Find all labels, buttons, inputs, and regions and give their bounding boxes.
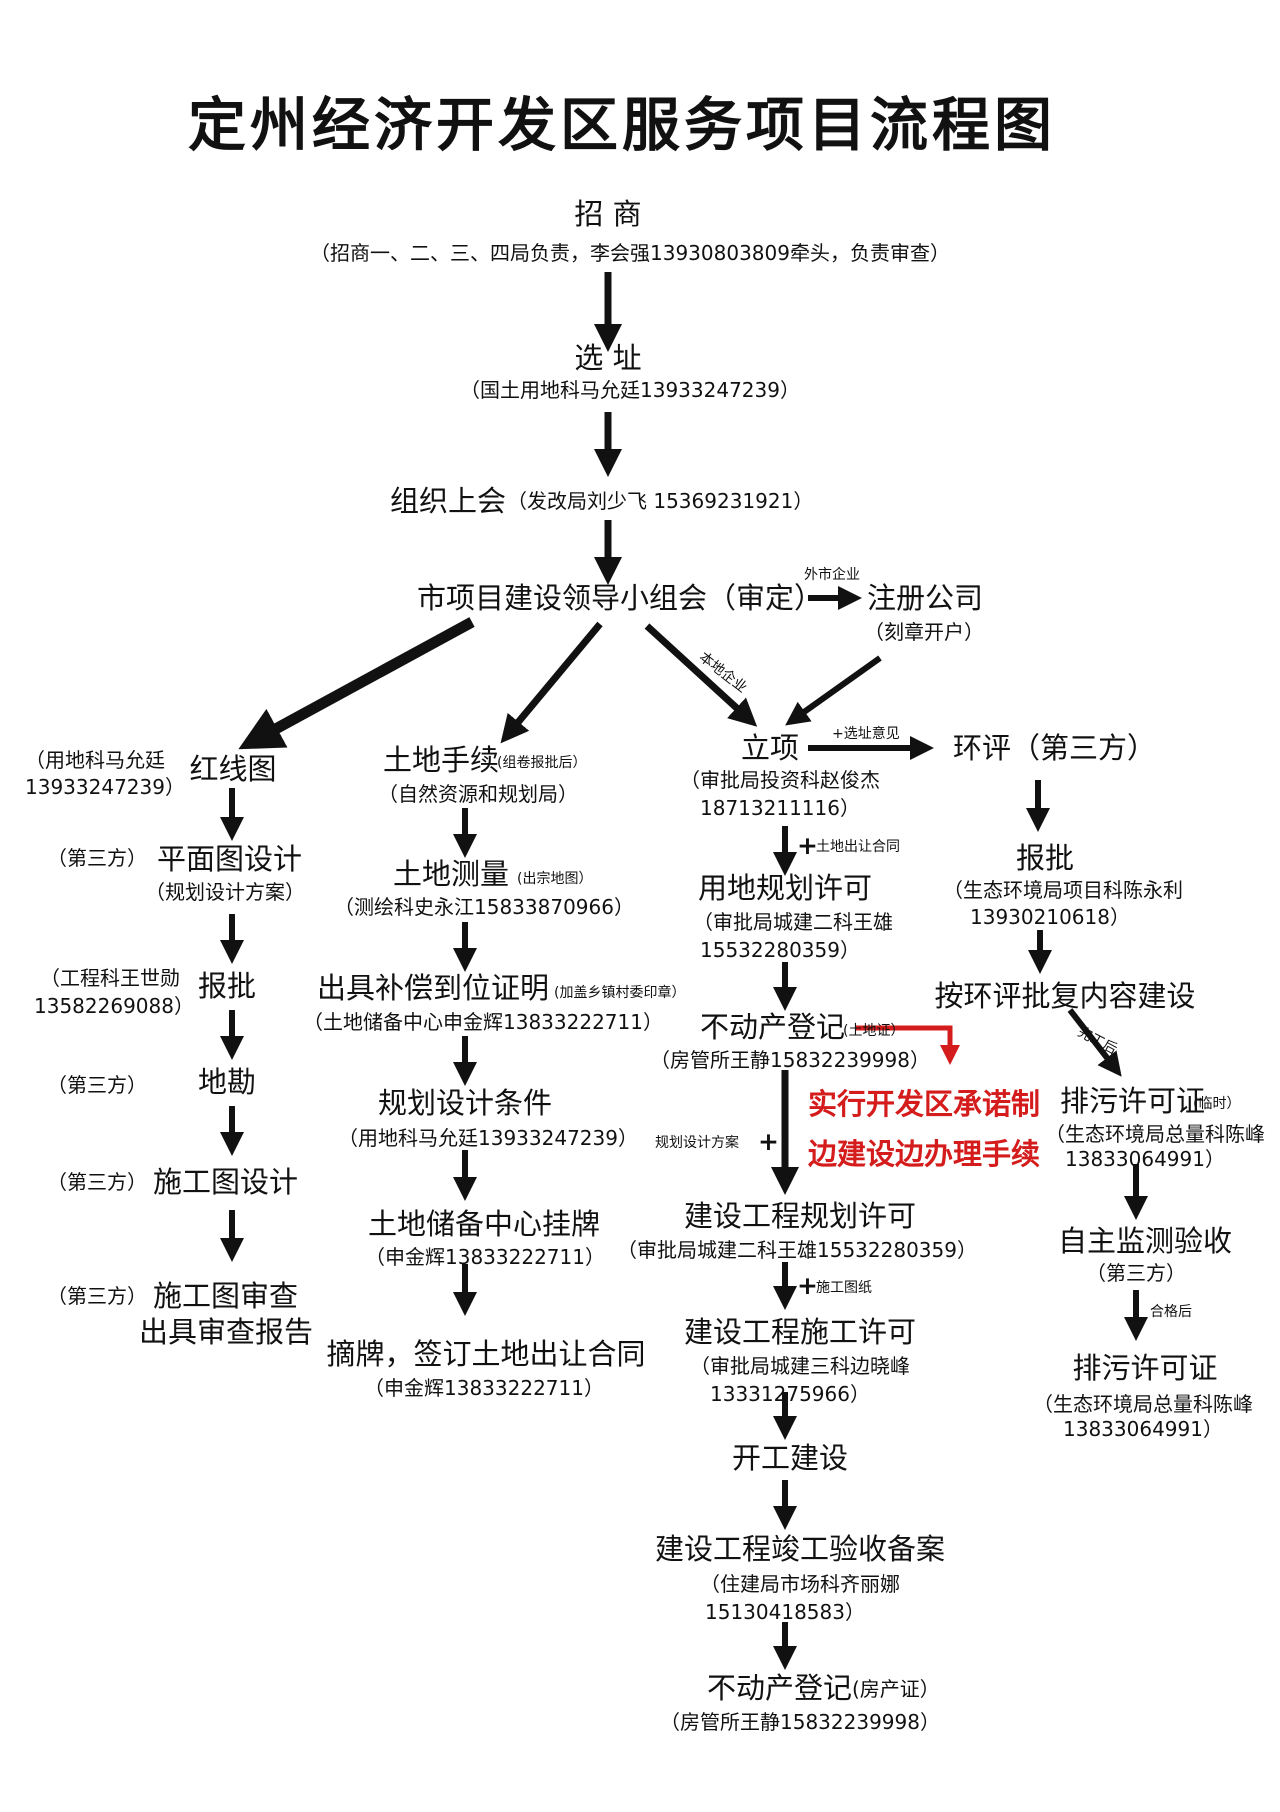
node-budongchan2: 不动产登记	[707, 1671, 853, 1705]
node-shencha-1: 施工图审查	[153, 1279, 299, 1313]
node-jungong-sub-1: （住建局市场科齐丽娜	[700, 1572, 900, 1596]
arrow-to-lixiang	[644, 623, 758, 727]
note-budongchan1: (土地证）	[843, 1023, 905, 1039]
node-baopi-right-sub-2: 13930210618）	[970, 905, 1130, 929]
node-baopi-left: 报批	[197, 969, 257, 1003]
node-yongdi-sub-2: 15532280359）	[700, 938, 860, 962]
node-anhuanping: 按环评批复内容建设	[934, 979, 1196, 1013]
node-baopi-right-sub-1: （生态环境局项目科陈永利	[943, 878, 1183, 902]
node-lixiang-sub-1: （审批局投资科赵俊杰	[680, 768, 880, 792]
node-yongdi-sub-1: （审批局城建二科王雄	[693, 910, 893, 934]
arrow-env-3	[1067, 1008, 1122, 1077]
node-zhaipai-sub: （申金辉13833222711）	[364, 1376, 604, 1400]
arrow-red-callout	[856, 1025, 960, 1065]
node-guihuatiaojian: 规划设计条件	[377, 1086, 553, 1120]
node-jungong: 建设工程竣工验收备案	[654, 1532, 946, 1566]
node-gcshigong: 建设工程施工许可	[683, 1315, 917, 1349]
note-budongchan2: (房产证）	[852, 1677, 940, 1701]
plus-shigong: +	[797, 1271, 818, 1300]
plus-guihua: +	[758, 1127, 779, 1156]
node-shixiangmu: 市项目建设领导小组会（审定）	[417, 581, 824, 615]
node-yongdi: 用地规划许可	[697, 871, 873, 905]
node-gcguihua-sub: （审批局城建二科王雄15532280359）	[617, 1238, 977, 1262]
edge-label-hege: 合格后	[1150, 1304, 1192, 1320]
note-hongxian-2: 13933247239）	[25, 775, 185, 799]
note-tudishouxu: (组卷报批后）	[497, 755, 587, 771]
node-zhaoshang-sub: （招商一、二、三、四局负责，李会强13930803809牵头，负责审查）	[310, 241, 950, 265]
node-paiwu: 排污许可证	[1072, 1351, 1218, 1385]
node-gcguihua: 建设工程规划许可	[683, 1199, 917, 1233]
page-title: 定州经济开发区服务项目流程图	[187, 91, 1057, 159]
plus-tudi: +	[797, 831, 818, 860]
edge-label-guihua-fangan: 规划设计方案	[655, 1135, 739, 1151]
node-paiwu-temp-sub-1: （生态环境局总量科陈峰	[1045, 1122, 1265, 1146]
node-tudishouxu: 土地手续	[383, 743, 500, 777]
node-zuzhi-sub: （发改局刘少飞 15369231921）	[507, 489, 814, 513]
node-jungong-sub-2: 15130418583）	[705, 1600, 865, 1624]
note-hongxian-1: （用地科马允廷	[25, 748, 165, 772]
node-lixiang: 立项	[740, 731, 800, 765]
note-buchang: (加盖乡镇村委印章）	[554, 985, 686, 1001]
node-paiwu-sub-2: 13833064991）	[1063, 1417, 1223, 1441]
prefix-dikan: （第三方）	[47, 1073, 147, 1097]
prefix-shencha: （第三方）	[47, 1284, 147, 1308]
node-zhuce: 注册公司	[867, 581, 984, 615]
node-budongchan1: 不动产登记	[700, 1010, 846, 1044]
node-pingmian: 平面图设计	[157, 842, 303, 876]
node-dikan: 地勘	[197, 1065, 257, 1099]
callout-line-1: 实行开发区承诺制	[808, 1087, 1041, 1121]
node-budongchan2-sub: （房管所王静15832239998）	[660, 1710, 940, 1734]
arrow-to-tudi	[500, 621, 603, 744]
node-paiwu-sub-1: （生态环境局总量科陈峰	[1033, 1392, 1253, 1416]
edge-label-tudi-churang: 土地出让合同	[816, 839, 900, 855]
node-paiwu-temp-sub-2: 13833064991）	[1065, 1147, 1225, 1171]
note-baopi-left-1: （工程科王世勋	[40, 966, 180, 990]
node-huanping: 环评（第三方）	[953, 731, 1157, 765]
node-shigongtu: 施工图设计	[153, 1165, 299, 1199]
node-pingmian-sub: （规划设计方案）	[145, 880, 305, 904]
node-paiwu-temp: 排污许可证	[1060, 1084, 1206, 1118]
edge-label-xuanzhi-yijian: +选址意见	[832, 726, 900, 742]
prefix-shigongtu: （第三方）	[47, 1170, 147, 1194]
node-xuanzhi: 选 址	[574, 341, 642, 375]
note-paiwu-temp: (临时）	[1193, 1096, 1241, 1112]
node-guihuatiaojian-sub: （用地科马允廷13933247239）	[338, 1126, 638, 1150]
node-lixiang-sub-2: 18713211116）	[700, 796, 860, 820]
node-hongxiantu: 红线图	[189, 752, 277, 786]
node-celiang: 土地测量	[393, 857, 510, 891]
node-gcshigong-sub-2: 13331275966）	[710, 1382, 870, 1406]
node-zhuce-sub: （刻章开户）	[864, 620, 984, 644]
arrow-zhuce-lixiang	[785, 655, 882, 726]
edge-label-shigong-tuzhi: 施工图纸	[816, 1280, 872, 1296]
arrow-to-hongxian	[238, 617, 475, 750]
node-tudishouxu-sub: （自然资源和规划局）	[378, 782, 578, 806]
prefix-pingmian: （第三方）	[47, 846, 147, 870]
node-xuanzhi-sub: （国土用地科马允廷13933247239）	[460, 378, 800, 402]
callout-line-2: 边建设边办理手续	[808, 1137, 1041, 1171]
node-guapai-sub: （申金辉13833222711）	[365, 1245, 605, 1269]
node-celiang-sub: （测绘科史永江15833870966）	[334, 895, 634, 919]
node-kaigong: 开工建设	[731, 1441, 849, 1475]
node-baopi-right: 报批	[1015, 841, 1075, 875]
node-guapai: 土地储备中心挂牌	[367, 1207, 601, 1241]
node-zhaoshang: 招 商	[574, 197, 642, 231]
node-shencha-2: 出具审查报告	[139, 1315, 314, 1349]
node-budongchan1-sub: （房管所王静15832239998）	[650, 1048, 930, 1072]
note-celiang: (出宗地图）	[517, 871, 593, 887]
node-zizhu: 自主监测验收	[1057, 1224, 1233, 1258]
node-buchang-sub: （土地储备中心申金辉13833222711）	[303, 1010, 663, 1034]
note-baopi-left-2: 13582269088）	[34, 994, 194, 1018]
node-zizhu-sub: （第三方）	[1086, 1261, 1186, 1285]
node-gcshigong-sub-1: （审批局城建三科边晓峰	[690, 1354, 910, 1378]
node-buchang: 出具补偿到位证明	[317, 971, 550, 1005]
node-zhaipai: 摘牌，签订土地出让合同	[326, 1337, 646, 1371]
node-zuzhi: 组织上会	[390, 484, 507, 518]
edge-label-waishi: 外市企业	[804, 567, 860, 583]
